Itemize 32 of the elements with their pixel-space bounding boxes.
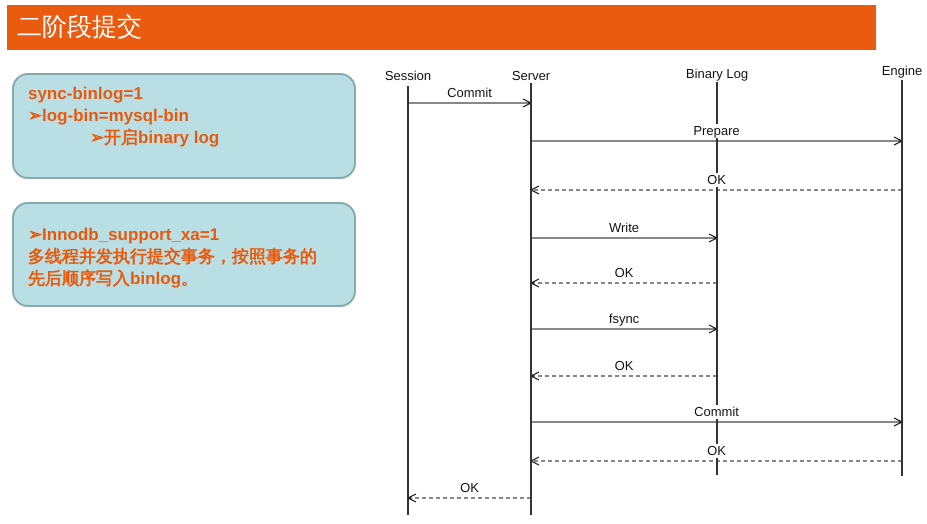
edge-label: OK [459,481,480,495]
arrow [531,136,903,146]
arrow [531,417,903,427]
arrow [408,98,532,108]
edge-label: Write [608,221,640,235]
setting-text: ➢log-bin=mysql-bin [28,105,190,127]
note-card [12,73,356,179]
dashed-arrow [530,371,717,381]
edge-label: OK [614,266,634,280]
dashed-arrow [407,493,531,503]
note-card [12,202,356,307]
title-bar: 二阶段提交 [7,5,876,50]
edge-label: OK [706,444,727,458]
arrow [531,233,718,243]
dashed-arrow [530,278,717,288]
dashed-arrow [530,456,902,466]
lifeline-label: Binary Log [686,66,748,81]
setting-text: ➢Innodb_support_xa=1 [28,224,220,246]
edge-label: OK [614,359,634,373]
setting-text: ➢开启binary log [90,127,220,149]
setting-text: 多线程并发执行提交事务，按照事务的先后顺序写入binlog。 [28,246,318,290]
lifeline-label: Engine [882,63,922,78]
edge-label: Prepare [692,124,741,138]
arrow [531,324,718,334]
edge-label: OK [706,173,727,187]
setting-text: sync-binlog=1 [28,83,144,105]
edge-label: fsync [608,312,640,326]
edge-label: Commit [693,405,740,419]
dashed-arrow [530,185,902,195]
lifeline-label: Server [512,68,550,83]
lifeline-label: Session [384,68,432,83]
edge-label: Commit [446,86,493,100]
